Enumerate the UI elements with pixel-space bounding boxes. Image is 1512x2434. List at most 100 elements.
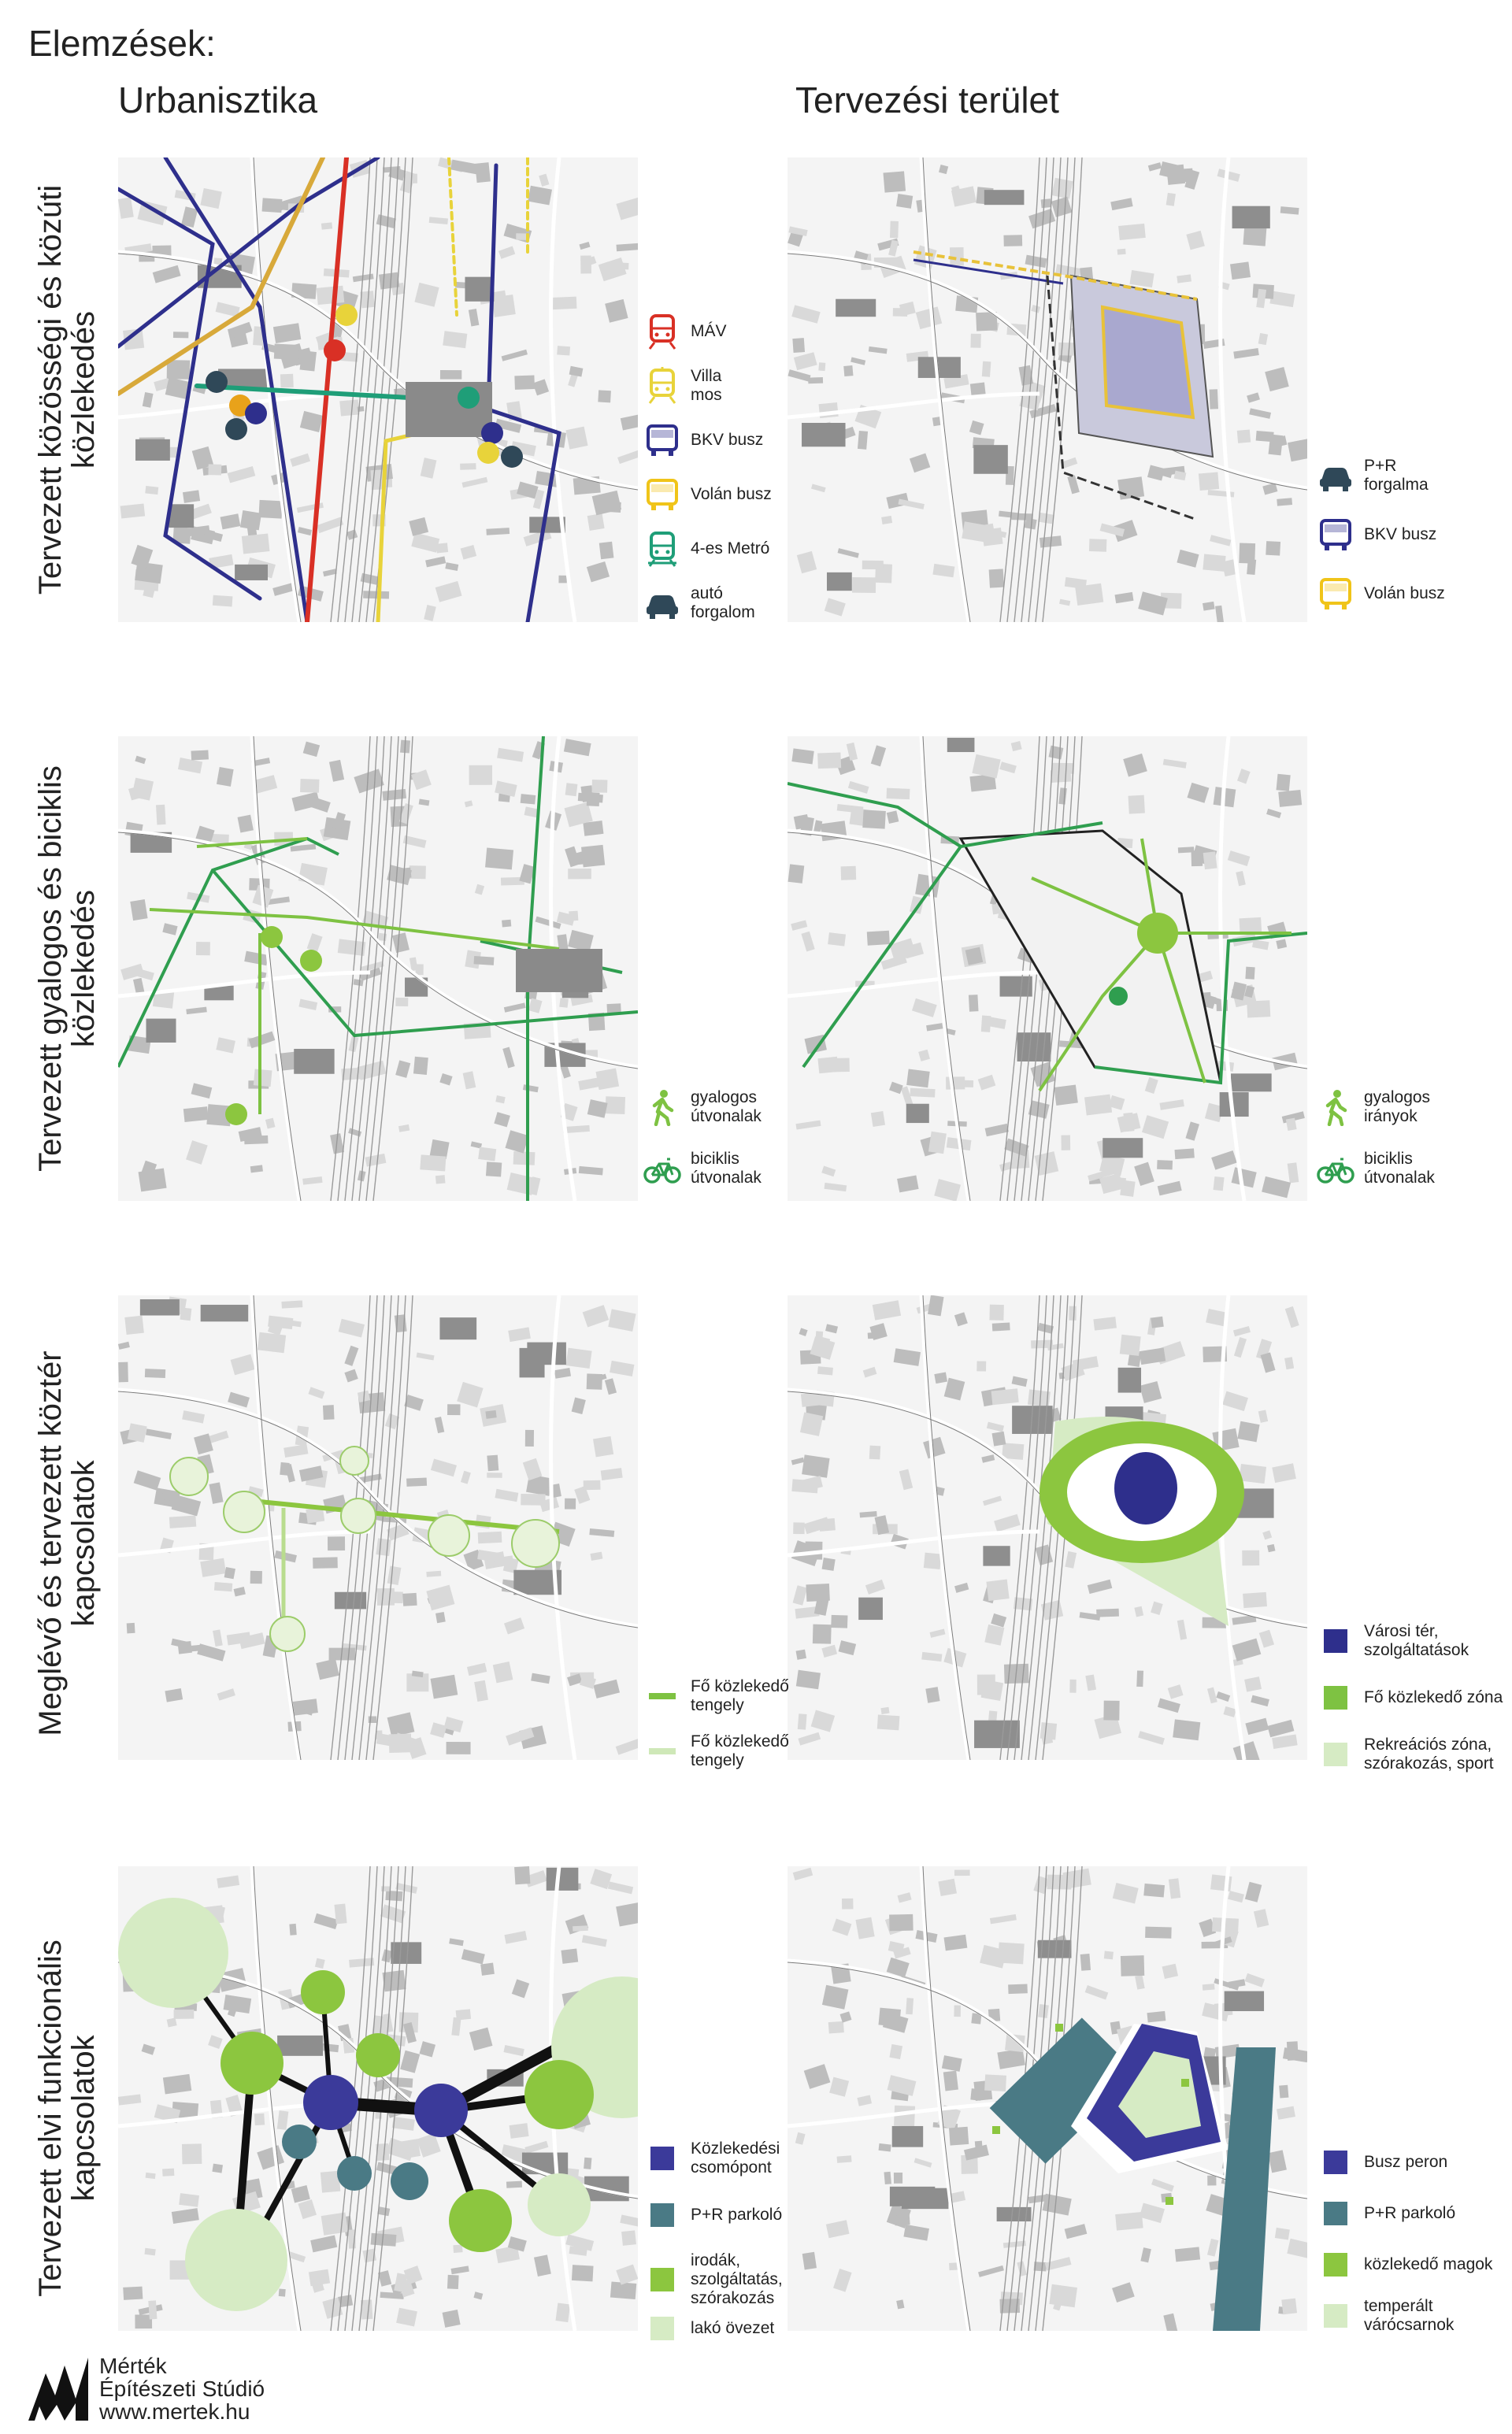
park-and-ride-node: [391, 2162, 428, 2200]
pedestrian-icon: [652, 1090, 674, 1126]
map-site-public-space: [788, 1295, 1307, 1760]
color-swatch: [1315, 2244, 1356, 2285]
legend-label: temperált várócsarnok: [1364, 2297, 1455, 2334]
legend-label: Városi tér, szolgáltatások: [1364, 1622, 1469, 1659]
legend-label: MÁV: [691, 322, 727, 340]
main-axis: [243, 1498, 560, 1534]
car-route: [1046, 275, 1198, 521]
map-site-walk-bike: [788, 736, 1307, 1201]
street-lines: [118, 736, 638, 1201]
column-heading-left: Urbanisztika: [118, 80, 318, 120]
rail-tracks: [999, 157, 1083, 622]
roads: [118, 1295, 638, 1760]
map-urban-walk-bike: [118, 736, 638, 1201]
legend-label: Fő közlekedő tengely: [691, 1677, 789, 1714]
color-swatch: [1315, 1734, 1356, 1775]
legend-label: gyalogos irányok: [1364, 1088, 1431, 1125]
map-urban-functional: [118, 1866, 638, 2331]
pedestrian-node: [261, 926, 283, 948]
legend-label: Közlekedési csomópont: [691, 2139, 780, 2177]
color-swatch: [642, 2195, 683, 2236]
legend-label: P+R parkoló: [691, 2206, 783, 2224]
office-services-node: [524, 2060, 594, 2129]
map-site-public-space-svg: [788, 1295, 1307, 1760]
legend-item: Rekreációs zóna, szórakozás, sport: [1315, 1734, 1512, 1775]
office-services-node: [449, 2189, 512, 2252]
legend-label: lakó övezet: [691, 2319, 775, 2337]
legend-item: Villa mos: [642, 365, 839, 406]
mav-rail-route: [305, 157, 349, 622]
color-swatch: [642, 2138, 683, 2179]
map-urban-walk-bike-svg: [118, 736, 638, 1201]
metro-icon: [648, 532, 676, 567]
color-swatch: [642, 2308, 683, 2349]
legend-item: Közlekedési csomópont: [642, 2138, 839, 2179]
bus-icon: [1315, 514, 1356, 555]
transit-stop-marker: [324, 339, 346, 361]
transit-stop-marker: [458, 387, 480, 409]
car-icon: [647, 595, 678, 619]
circulation-core: [992, 2126, 1000, 2134]
legend-item: gyalogos irányok: [1315, 1087, 1512, 1128]
transit-stop-marker: [335, 304, 358, 326]
bus-icon: [642, 474, 683, 515]
legend-label: irodák, szolgáltatás, szórakozás: [691, 2251, 783, 2307]
page-title: Elemzések:: [28, 23, 216, 64]
legend-item: P+R forgalma: [1315, 455, 1512, 496]
bicycle-icon: [643, 1158, 681, 1184]
metro-icon: [642, 528, 683, 569]
axis-line-swatch: [642, 1731, 683, 1772]
legend-item: gyalogos útvonalak: [642, 1087, 839, 1128]
central-node: [1137, 913, 1178, 954]
legend-label: Fő közlekedő tengely: [691, 1732, 789, 1769]
legend-label: autó forgalom: [691, 584, 755, 621]
legend-label: Fő közlekedő zóna: [1364, 1688, 1503, 1706]
map-urban-transit-svg: [118, 157, 638, 622]
legend-item: BKV busz: [642, 420, 839, 461]
legend-item: 4-es Metró: [642, 528, 839, 569]
public-space-node: [339, 1446, 369, 1476]
legend-item: MÁV: [642, 311, 839, 352]
legend-item: Fő közlekedő zóna: [1315, 1677, 1512, 1718]
train-icon: [648, 314, 676, 350]
legend-item: P+R parkoló: [1315, 2193, 1512, 2234]
rail-tracks: [330, 736, 413, 1201]
public-space-node: [428, 1514, 470, 1557]
pedestrian-directions: [1031, 838, 1292, 1092]
circulation-core: [1181, 2079, 1189, 2087]
legend-item: autó forgalom: [642, 583, 839, 624]
park-and-ride-ring: [989, 2017, 1138, 2164]
public-space-node: [511, 1519, 560, 1568]
circulation-core: [1055, 2024, 1063, 2032]
legend-label: P+R forgalma: [1364, 457, 1429, 494]
legend-item: Busz peron: [1315, 2142, 1512, 2183]
car-icon: [1320, 468, 1351, 491]
residential-zone: [185, 2209, 287, 2311]
legend-item: irodák, szolgáltatás, szórakozás: [642, 2251, 839, 2308]
legend-label: BKV busz: [1364, 525, 1437, 543]
bicycle-routes: [788, 782, 1307, 1085]
legend-item: Városi tér, szolgáltatások: [1315, 1621, 1512, 1662]
residential-zone: [118, 1898, 228, 2008]
pedestrian-icon: [642, 1087, 683, 1128]
bus-loop: [1100, 305, 1195, 420]
circulation-core: [1166, 2197, 1173, 2205]
transit-stop-marker: [245, 402, 267, 424]
pedestrian-icon: [1315, 1087, 1356, 1128]
legend-label: Volán busz: [1364, 584, 1445, 602]
map-site-transit: [788, 157, 1307, 622]
map-site-walk-bike-svg: [788, 736, 1307, 1201]
street-lines: [788, 157, 1307, 622]
legend-label: Rekreációs zóna, szórakozás, sport: [1364, 1736, 1494, 1773]
train-icon: [642, 311, 683, 352]
legend-item: P+R parkoló: [642, 2195, 839, 2236]
studio-footer: Mérték Építészeti Stúdió www.mertek.hu: [28, 2354, 265, 2423]
legend-item: Fő közlekedő tengely: [642, 1676, 839, 1717]
map-urban-public-space-svg: [118, 1295, 638, 1760]
color-swatch: [1315, 1621, 1356, 1662]
map-site-functional-svg: [788, 1866, 1307, 2331]
office-services-node: [356, 2033, 400, 2077]
